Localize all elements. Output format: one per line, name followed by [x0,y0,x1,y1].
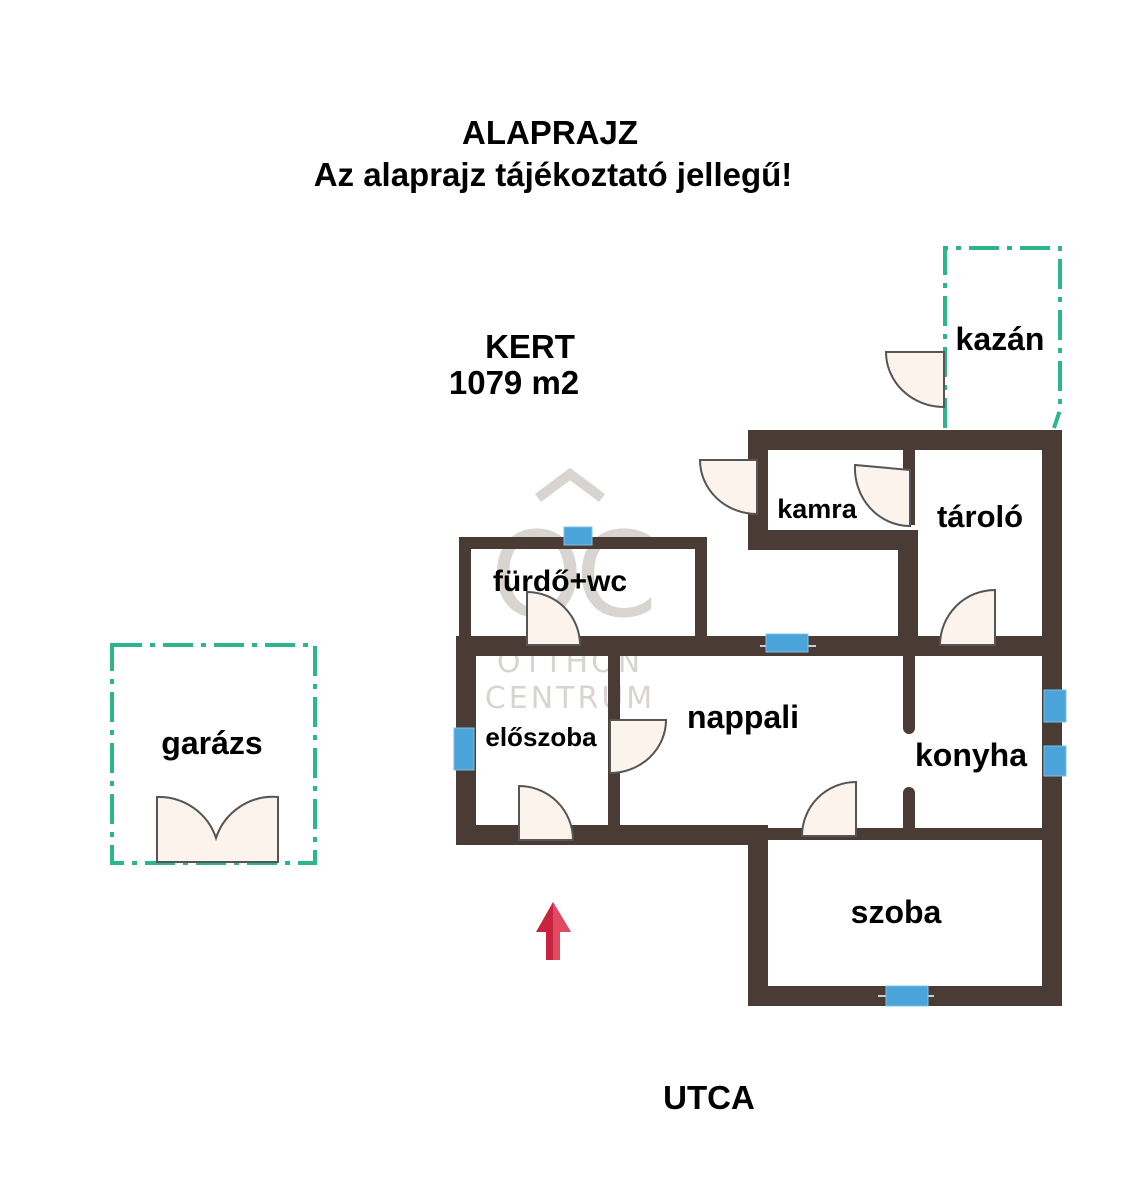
window [453,727,475,771]
room-label-szoba: szoba [851,894,942,930]
room-label-furdo: fürdő+wc [493,565,627,598]
window [760,633,816,653]
door [800,780,857,837]
watermark-roof-icon [535,467,605,502]
door [938,588,996,646]
room-label-garazs: garázs [161,725,262,761]
street-label: UTCA [663,1079,755,1116]
room-label-eloszoba: előszoba [485,722,597,752]
plan-title: ALAPRAJZ [462,114,638,151]
window [1043,745,1067,777]
door [698,459,758,516]
door [156,795,279,863]
garden-label: KERT [485,328,575,365]
room-label-kamra: kamra [777,494,858,524]
door [884,351,945,409]
window [563,526,593,546]
plan-subtitle: Az alaprajz tájékoztató jellegű! [314,156,793,193]
door [853,463,911,528]
windows [453,526,1067,1007]
room-label-tarolo: tároló [937,499,1023,534]
boiler-room-outline [943,246,1062,429]
room-label-konyha: konyha [915,737,1027,773]
watermark-line-2: CENTRUM [485,681,655,716]
room-label-kazan: kazán [956,321,1045,357]
door [518,784,575,841]
door [526,590,582,646]
room-label-nappali: nappali [687,699,799,735]
entrance-arrow-icon [536,902,571,960]
window [878,985,934,1007]
garden-area: 1079 m2 [449,364,579,401]
door [609,719,668,775]
doors [156,351,996,863]
window [1043,689,1067,723]
